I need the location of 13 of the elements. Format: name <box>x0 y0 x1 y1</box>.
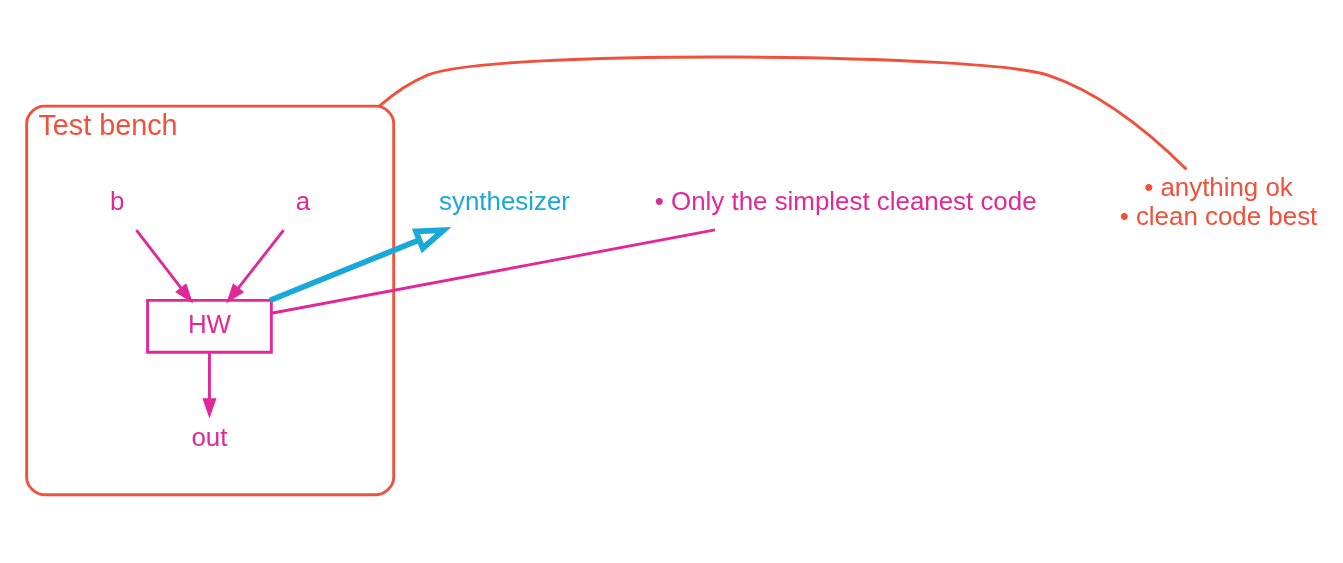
node-text: out <box>191 423 228 452</box>
arrow <box>202 352 217 419</box>
connector <box>271 228 716 315</box>
node-box: HW <box>146 298 273 354</box>
node-text: b <box>110 187 125 216</box>
node-text: synthesizer <box>439 187 570 216</box>
connector <box>378 55 1188 171</box>
node-text: • Only the simplest cleanest code <box>654 187 1037 216</box>
node-text: a <box>295 187 311 216</box>
arrow <box>135 229 194 304</box>
node-text: • anything ok • clean code best <box>1119 172 1318 230</box>
arrow <box>226 229 285 304</box>
arrow <box>268 226 452 304</box>
